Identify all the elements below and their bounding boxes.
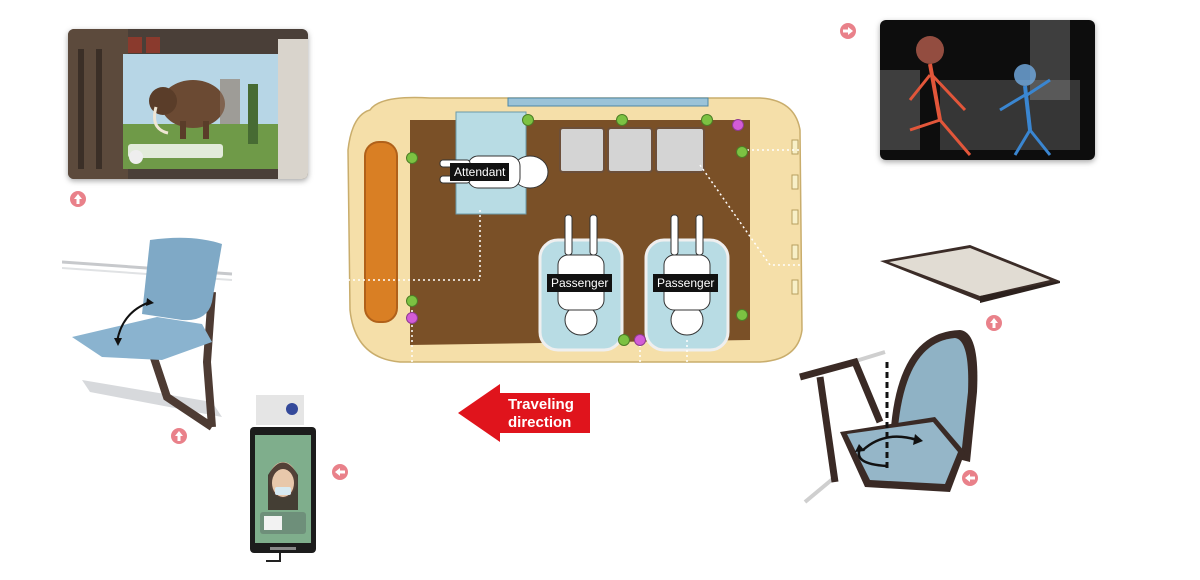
pointer-left-icon bbox=[962, 470, 978, 486]
sensor-marker-green bbox=[701, 114, 713, 126]
sensor-marker-green bbox=[736, 146, 748, 158]
pointer-up-icon bbox=[70, 191, 86, 207]
virtual-window-photo bbox=[68, 29, 308, 179]
sensor-marker-green bbox=[736, 309, 748, 321]
direction-label-line1: Traveling bbox=[508, 396, 574, 413]
pointer-up-icon bbox=[171, 428, 187, 444]
sensor-marker-magenta bbox=[732, 119, 744, 131]
pointer-up-icon bbox=[986, 315, 1002, 331]
sensor-marker-green bbox=[616, 114, 628, 126]
front-bench bbox=[364, 141, 398, 323]
sensor-marker-green bbox=[406, 295, 418, 307]
passenger-label-2: Passenger bbox=[653, 274, 719, 292]
folding-seat-image bbox=[61, 232, 237, 432]
sensor-marker-magenta bbox=[406, 312, 418, 324]
sensor-marker-green bbox=[406, 152, 418, 164]
pointer-left-icon bbox=[332, 464, 348, 480]
sensor-marker-green bbox=[522, 114, 534, 126]
tray-table-3 bbox=[655, 127, 705, 173]
tray-table-1 bbox=[559, 127, 605, 173]
skeleton-tracking-image bbox=[880, 20, 1095, 160]
attendant-label: Attendant bbox=[450, 163, 510, 181]
face-recognition-terminal-image bbox=[250, 395, 320, 567]
tray-table-2 bbox=[607, 127, 653, 173]
sensor-marker-magenta bbox=[634, 334, 646, 346]
traveling-direction-arrow: Traveling direction bbox=[458, 384, 590, 442]
tray-table-image bbox=[875, 243, 1065, 305]
direction-label-line2: direction bbox=[508, 414, 572, 431]
passenger-label-1: Passenger bbox=[547, 274, 613, 292]
pointer-right-icon bbox=[840, 23, 856, 39]
sensor-marker-green bbox=[618, 334, 630, 346]
swivel-seat-image bbox=[795, 322, 990, 512]
vehicle-floorplan: Attendant Passenger Passenger bbox=[340, 90, 810, 370]
